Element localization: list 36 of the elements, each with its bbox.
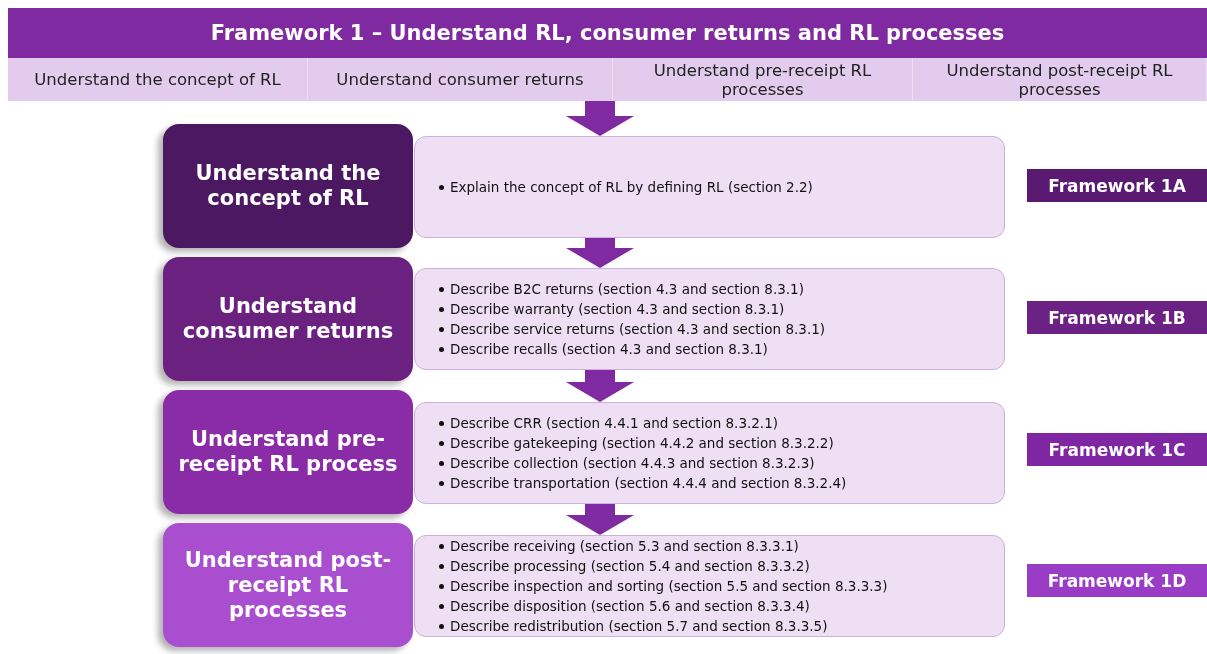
bullet-item: Describe transportation (section 4.4.4 and section 8.3.2.4) bbox=[450, 474, 847, 493]
bullet-item: Describe redistribution (section 5.7 and section 8.3.3.5) bbox=[450, 617, 828, 636]
header-cell: Understand pre-receipt RL processes bbox=[613, 58, 913, 101]
bullet-item: Describe collection (section 4.4.3 and section 8.3.2.3) bbox=[450, 454, 815, 473]
bullet-item: Describe recalls (section 4.3 and section 8.3.1) bbox=[450, 340, 768, 359]
arrow bbox=[566, 101, 634, 136]
bullet-item: Explain the concept of RL by defining RL (section 2.2) bbox=[450, 178, 813, 197]
bullet-item: Describe gatekeeping (section 4.4.2 and section 8.3.2.2) bbox=[450, 434, 834, 453]
bullet-item: Describe service returns (section 4.3 and section 8.3.1) bbox=[450, 320, 826, 339]
bullet-item: Describe inspection and sorting (section 5.5 and section 8.3.3.3) bbox=[450, 577, 888, 596]
framework-tag: Framework 1D bbox=[1027, 564, 1207, 597]
bullet-item: Describe warranty (section 4.3 and section 8.3.1) bbox=[450, 300, 785, 319]
header-cell: Understand post-receipt RL processes bbox=[913, 58, 1207, 101]
content-panel bbox=[414, 136, 1005, 238]
stage-box: Understand post-receipt RL processes bbox=[163, 523, 413, 647]
arrow bbox=[566, 238, 634, 268]
title-banner: Framework 1 – Understand RL, consumer returns and RL processes bbox=[8, 8, 1207, 58]
framework-tag: Framework 1A bbox=[1027, 169, 1207, 202]
content-panel bbox=[414, 535, 1005, 637]
header-strip bbox=[8, 58, 1207, 101]
framework-tag: Framework 1C bbox=[1027, 433, 1207, 466]
framework-tag: Framework 1B bbox=[1027, 301, 1207, 334]
bullet-item: Describe CRR (section 4.4.1 and section 8.3.2.1) bbox=[450, 414, 779, 433]
arrow bbox=[566, 504, 634, 535]
stage-box: Understand the concept of RL bbox=[163, 124, 413, 248]
stage-box: Understand pre-receipt RL process bbox=[163, 390, 413, 514]
content-panel bbox=[414, 402, 1005, 504]
stage-box: Understand consumer returns bbox=[163, 257, 413, 381]
header-cell: Understand the concept of RL bbox=[8, 58, 308, 101]
bullet-item: Describe processing (section 5.4 and section 8.3.3.2) bbox=[450, 557, 810, 576]
bullet-item: Describe disposition (section 5.6 and section 8.3.3.4) bbox=[450, 597, 810, 616]
header-cell: Understand consumer returns bbox=[308, 58, 613, 101]
arrow bbox=[566, 370, 634, 402]
bullet-item: Describe B2C returns (section 4.3 and section 8.3.1) bbox=[450, 280, 804, 299]
content-panel bbox=[414, 268, 1005, 370]
bullet-item: Describe receiving (section 5.3 and section 8.3.3.1) bbox=[450, 537, 799, 556]
